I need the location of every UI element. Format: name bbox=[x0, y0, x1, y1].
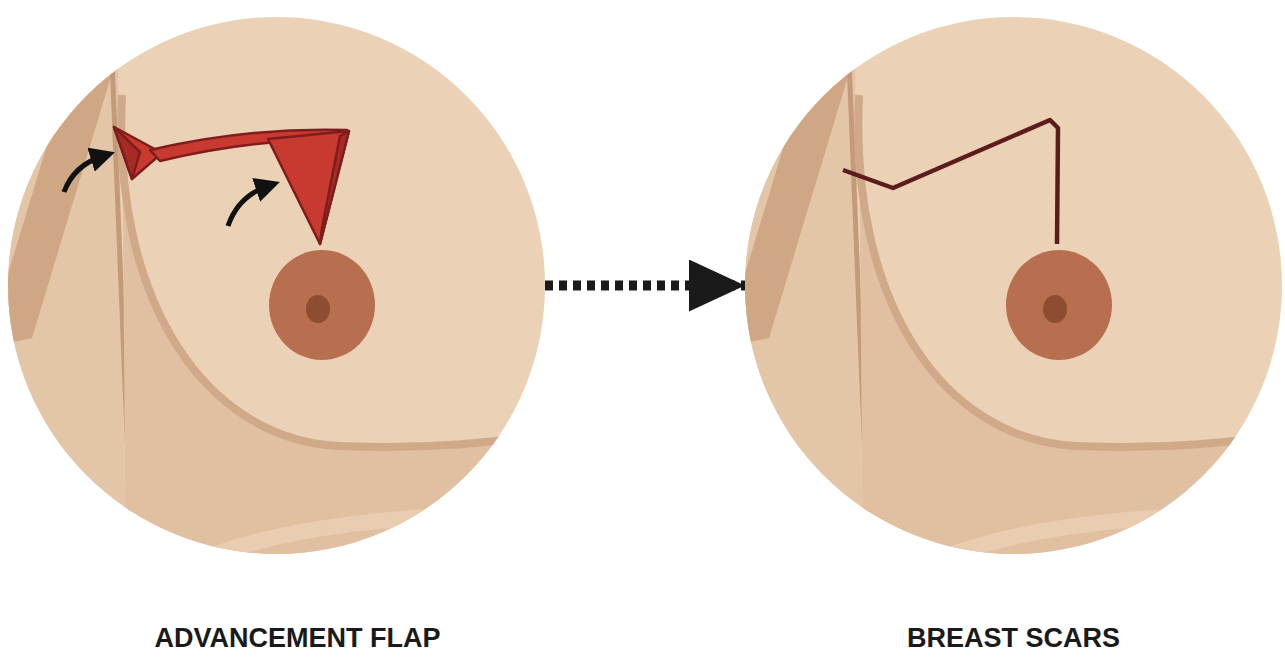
panel-circle bbox=[745, 17, 1282, 554]
panel-caption: BREAST SCARS bbox=[907, 623, 1120, 653]
left-panel bbox=[0, 0, 560, 600]
illustration-panel: BREAST SCARS bbox=[745, 17, 1282, 554]
panel-circle bbox=[8, 17, 545, 554]
breast-illustration bbox=[0, 0, 560, 600]
scar-line bbox=[843, 120, 1058, 244]
illustration-panel: ADVANCEMENT FLAP bbox=[8, 17, 545, 554]
right-panel bbox=[737, 0, 1285, 600]
skin-circle bbox=[8, 17, 545, 554]
flap-incisions bbox=[114, 127, 349, 244]
dotted-arrow bbox=[545, 281, 745, 291]
motion-arrow bbox=[64, 156, 103, 192]
panel-caption: ADVANCEMENT FLAP bbox=[155, 623, 441, 653]
motion-arrow bbox=[228, 186, 268, 226]
breast-illustration bbox=[737, 0, 1285, 600]
skin-circle bbox=[745, 17, 1282, 554]
